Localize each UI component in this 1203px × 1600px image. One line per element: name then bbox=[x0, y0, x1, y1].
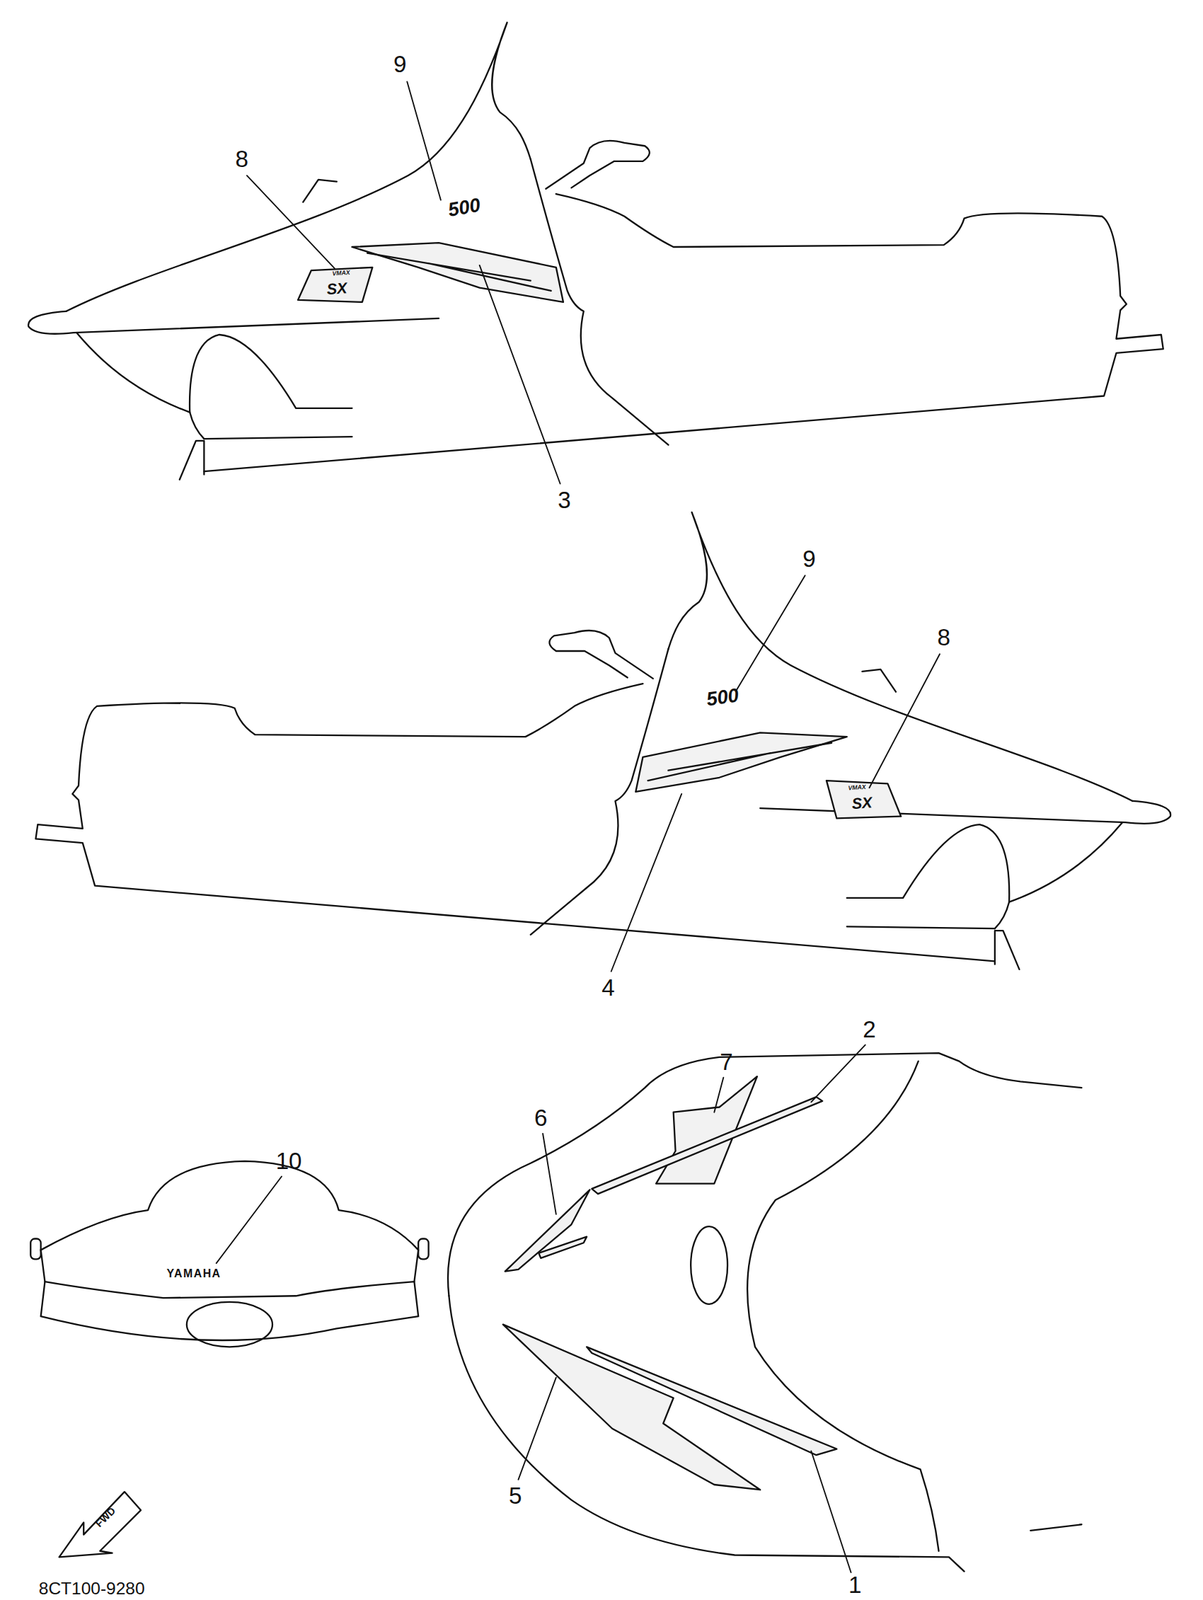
windshield-front-view bbox=[30, 1161, 429, 1347]
direction-label: FWD bbox=[93, 1505, 117, 1529]
callout-number: 3 bbox=[557, 488, 571, 512]
leader-line bbox=[216, 81, 940, 1573]
snowmobile-side-view bbox=[28, 22, 1164, 480]
callout-number: 4 bbox=[601, 975, 615, 1000]
callout-number: 1 bbox=[848, 1573, 862, 1598]
direction-arrow bbox=[59, 1491, 141, 1557]
decal-text: YAMAHA bbox=[167, 1268, 222, 1280]
callout-number: 9 bbox=[802, 547, 816, 572]
callout-number: 8 bbox=[937, 626, 951, 650]
callout-number: 7 bbox=[719, 1050, 733, 1074]
callout-number: 9 bbox=[393, 52, 407, 76]
decal-text: SX bbox=[851, 794, 873, 812]
callout-number: 5 bbox=[508, 1483, 522, 1508]
callout-number: 6 bbox=[534, 1106, 548, 1131]
decal-text: VMAX bbox=[847, 784, 867, 792]
decal-text: 500 bbox=[704, 685, 740, 710]
decal bbox=[297, 242, 901, 819]
decal-text: 500 bbox=[446, 194, 482, 220]
hood-top-view bbox=[447, 1052, 1082, 1571]
callout-number: 10 bbox=[275, 1149, 303, 1173]
callout-number: 2 bbox=[862, 1017, 876, 1041]
drawing-code: 8CT100-9280 bbox=[38, 1580, 146, 1598]
callout-number: 8 bbox=[234, 147, 248, 171]
decal-text: SX bbox=[326, 280, 348, 298]
decal-text: VMAX bbox=[331, 269, 351, 277]
